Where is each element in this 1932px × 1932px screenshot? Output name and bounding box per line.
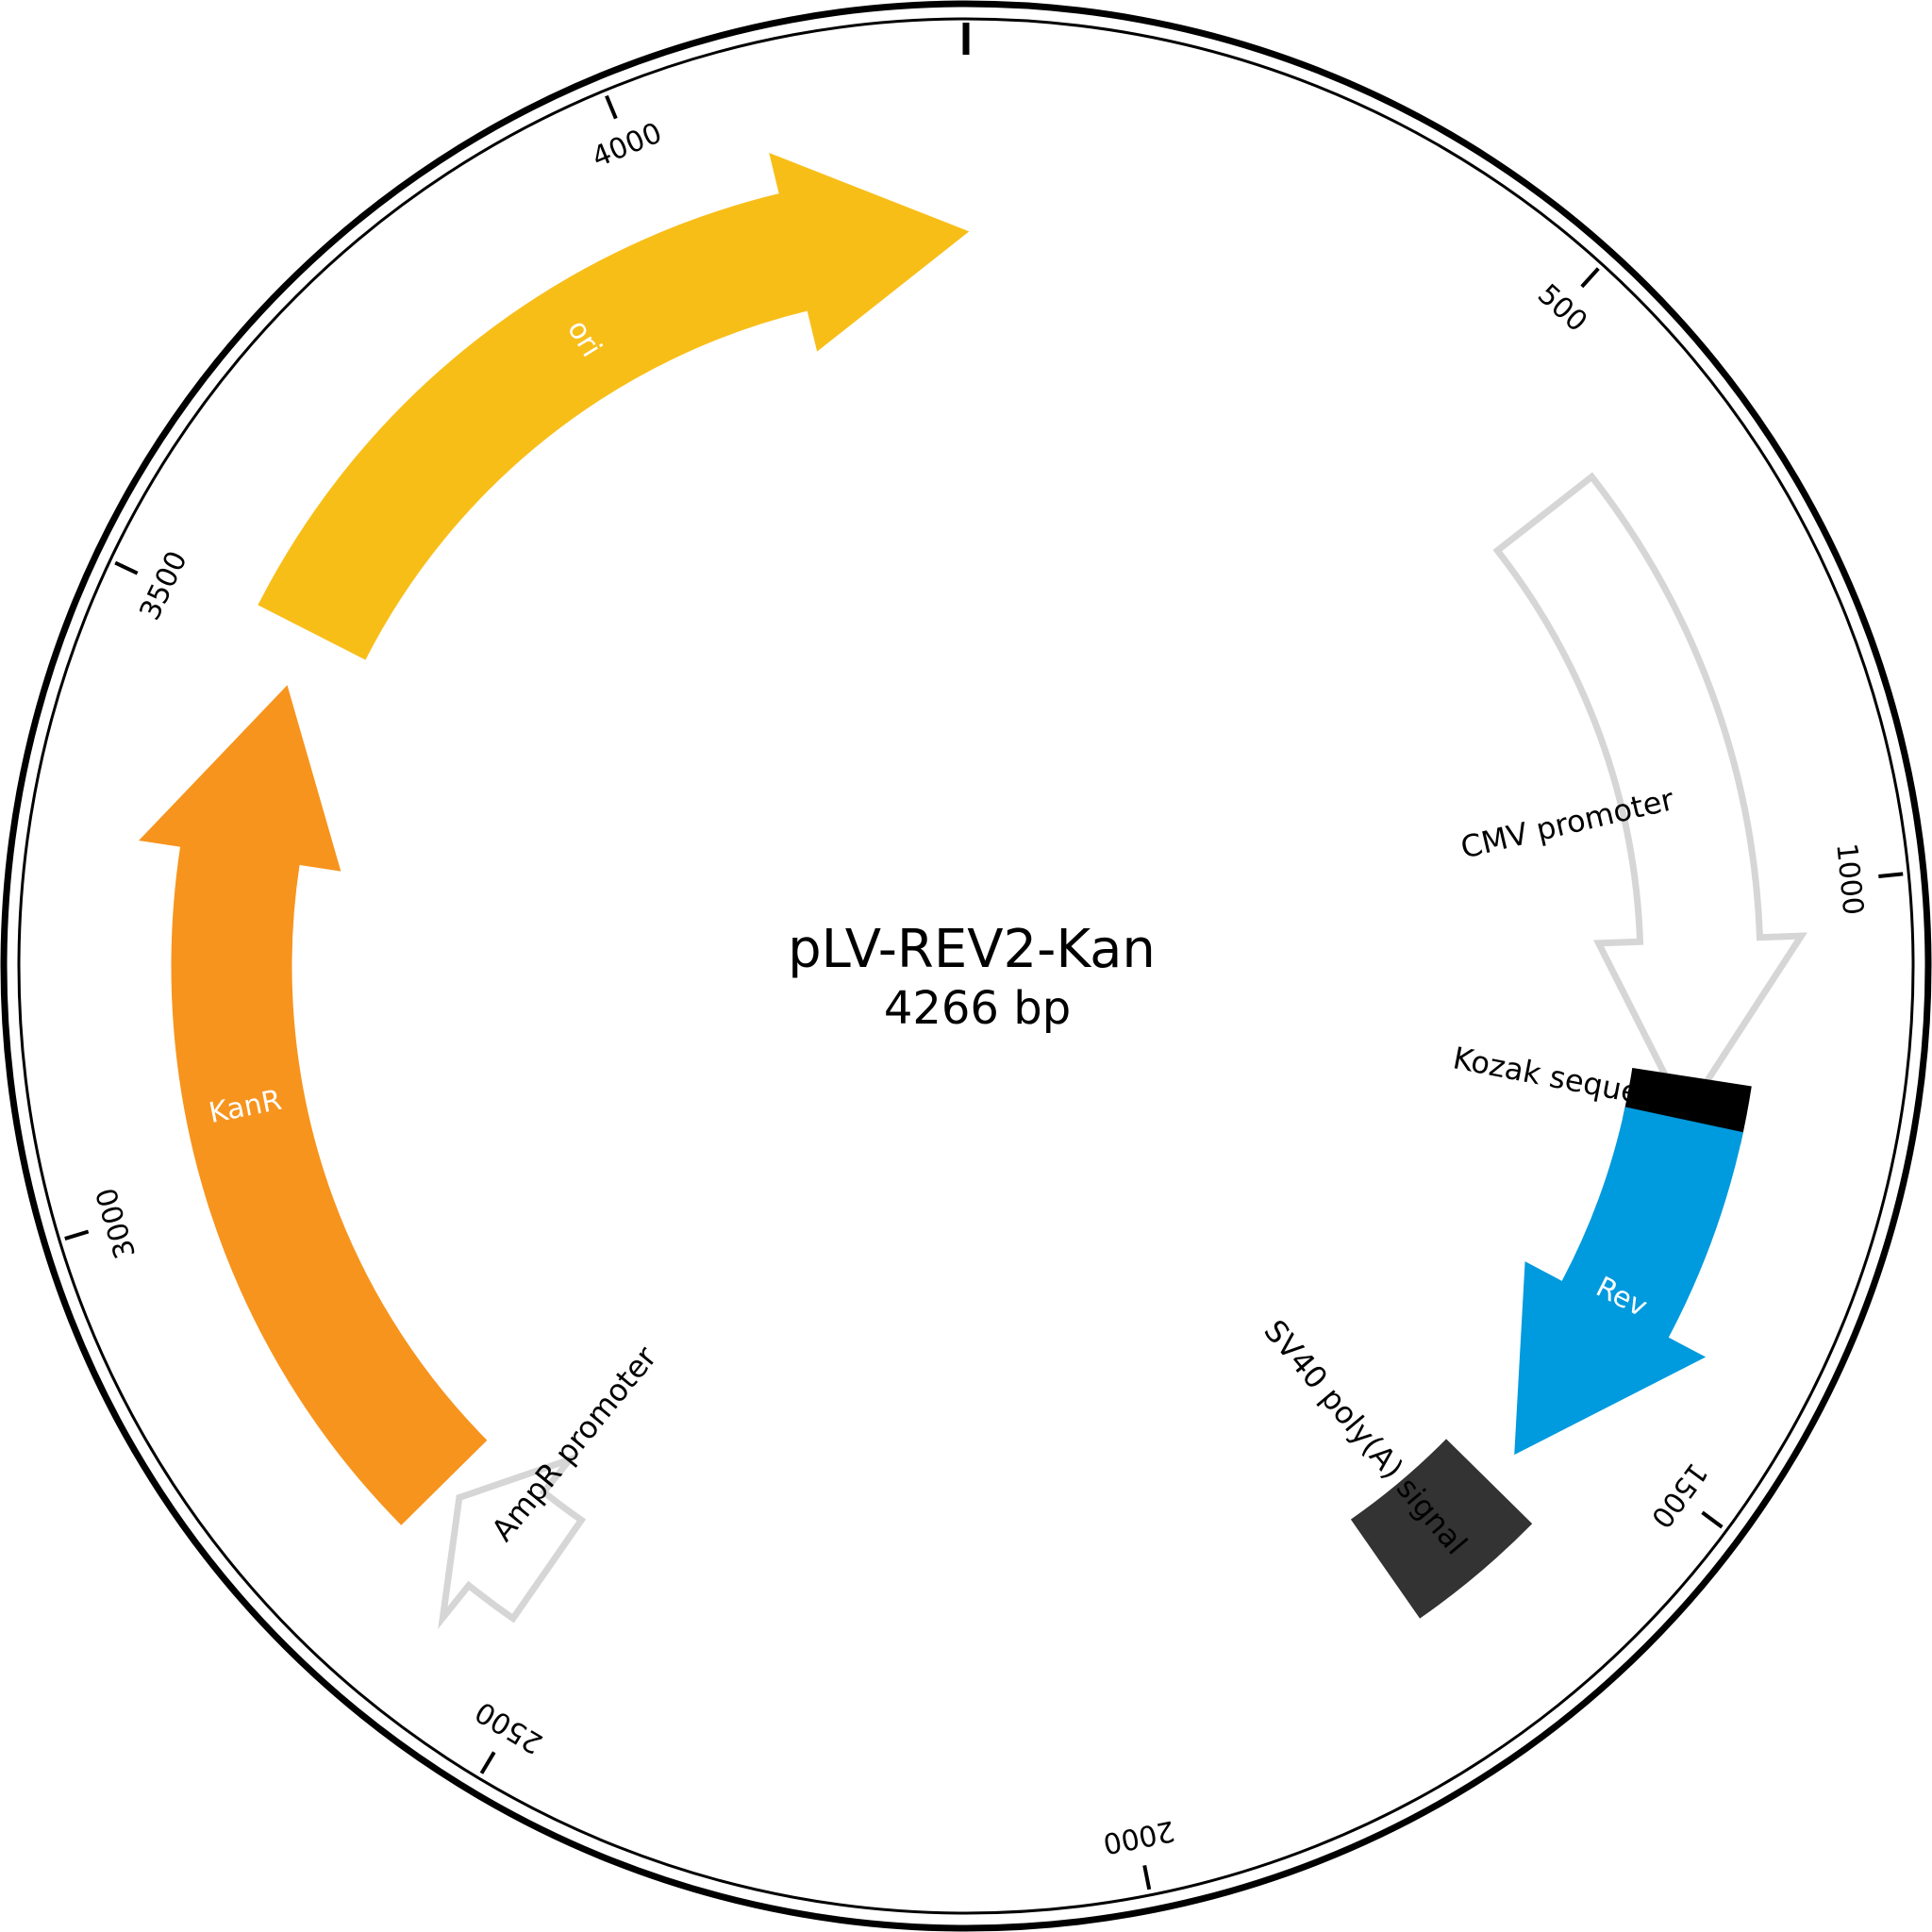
- sv40-polya-arc: [1350, 1439, 1533, 1619]
- tick-label: 4000: [588, 117, 667, 175]
- feature-arcs: [139, 152, 1808, 1629]
- tick-mark: [1878, 872, 1904, 878]
- tick-mark: [605, 94, 618, 120]
- backbone-inner-ring: [17, 17, 1915, 1915]
- tick-label: 2000: [1100, 1813, 1177, 1859]
- tick-mark: [1701, 1510, 1724, 1529]
- tick-label: 3500: [134, 546, 194, 625]
- tick-mark: [64, 1229, 90, 1241]
- tick-label: 2500: [470, 1694, 548, 1759]
- tick-mark: [479, 1751, 496, 1774]
- plasmid-size: 4266 bp: [884, 982, 1071, 1035]
- tick-mark: [114, 560, 139, 575]
- kanr-arc: [139, 685, 488, 1525]
- plasmid-name: pLV-REV2-Kan: [788, 919, 1156, 980]
- tick-label: 1000: [1829, 841, 1869, 916]
- rev-arc: [1514, 1107, 1743, 1456]
- tick-mark: [1142, 1865, 1152, 1890]
- ampr-promoter-arc: [438, 1453, 587, 1629]
- tick-label: 3000: [91, 1184, 143, 1262]
- tick-label: 1500: [1644, 1457, 1714, 1534]
- ori-arc: [258, 152, 970, 660]
- tick-mark: [1580, 267, 1600, 289]
